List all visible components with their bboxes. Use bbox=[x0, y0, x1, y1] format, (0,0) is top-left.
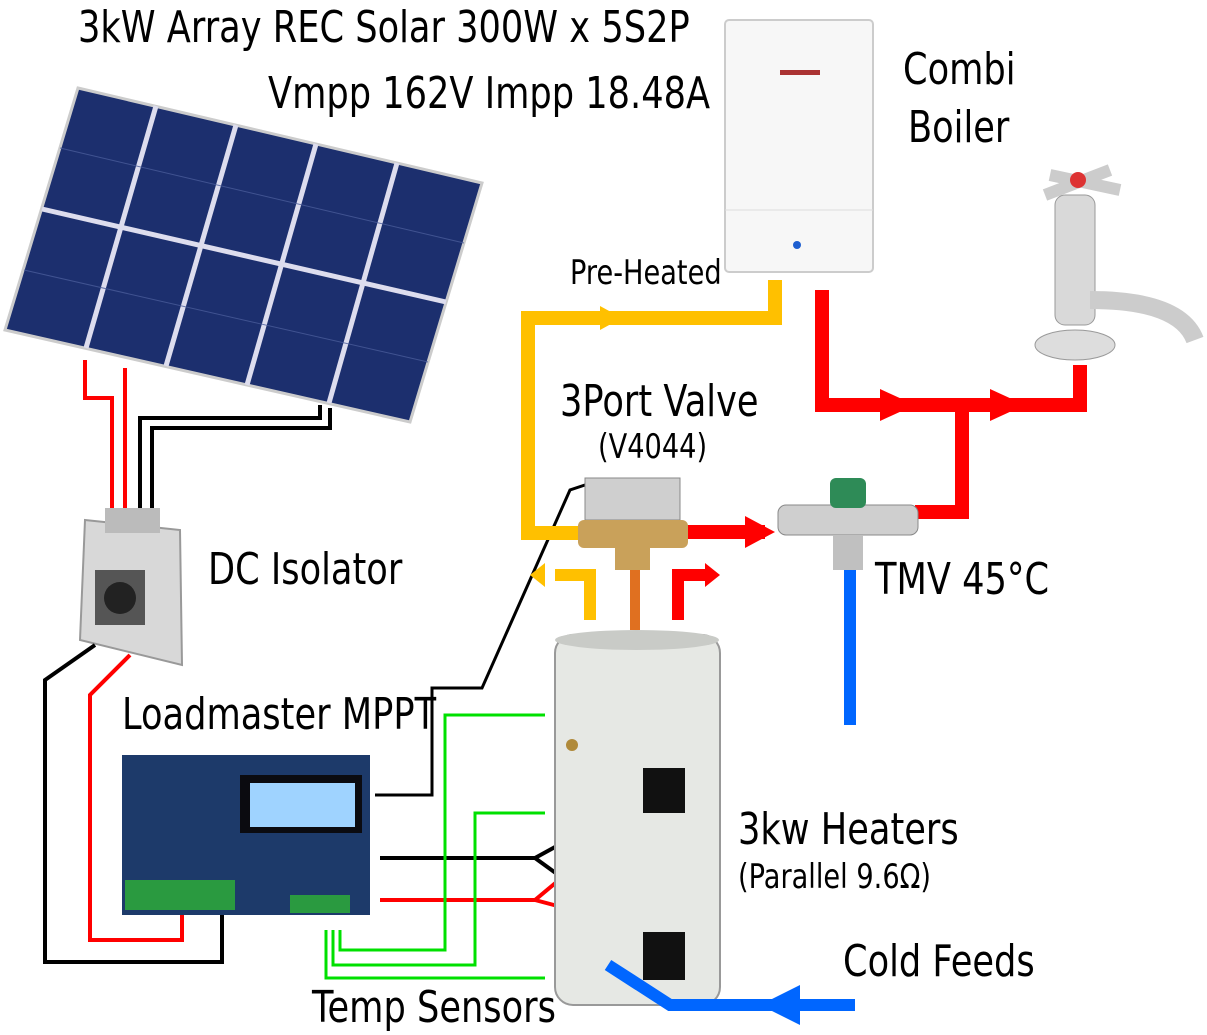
heaters-detail-label: (Parallel 9.6Ω) bbox=[738, 857, 932, 897]
combi-boiler-image bbox=[724, 19, 874, 273]
heaters-label: 3kw Heaters bbox=[738, 804, 959, 855]
hot-water-cylinder-image bbox=[554, 630, 721, 1006]
controller-label: Loadmaster MPPT bbox=[122, 689, 437, 740]
tmv-label: TMV 45°C bbox=[875, 554, 1050, 605]
valve-model-label: (V4044) bbox=[598, 427, 708, 467]
pre-heated-label: Pre-Heated bbox=[570, 253, 722, 293]
dc-isolator-image bbox=[78, 508, 184, 667]
array-specs: Vmpp 162V Impp 18.48A bbox=[268, 68, 711, 119]
three-port-valve-image bbox=[578, 477, 688, 570]
tap-image bbox=[1034, 164, 1204, 361]
array-title: 3kW Array REC Solar 300W x 5S2P bbox=[78, 2, 690, 53]
tmv-image bbox=[777, 478, 919, 570]
valve-label: 3Port Valve bbox=[560, 376, 759, 427]
dc-isolator-label: DC Isolator bbox=[208, 544, 403, 595]
pv-wires bbox=[83, 360, 332, 515]
cold-feeds-label: Cold Feeds bbox=[843, 936, 1035, 987]
boiler-label-line1: Combi bbox=[903, 44, 1016, 95]
temp-sensors-label: Temp Sensors bbox=[312, 982, 556, 1033]
loadmaster-board-image bbox=[122, 755, 370, 915]
boiler-label-line2: Boiler bbox=[908, 102, 1010, 153]
pipes bbox=[521, 280, 1087, 1025]
solar-array bbox=[3, 86, 484, 424]
